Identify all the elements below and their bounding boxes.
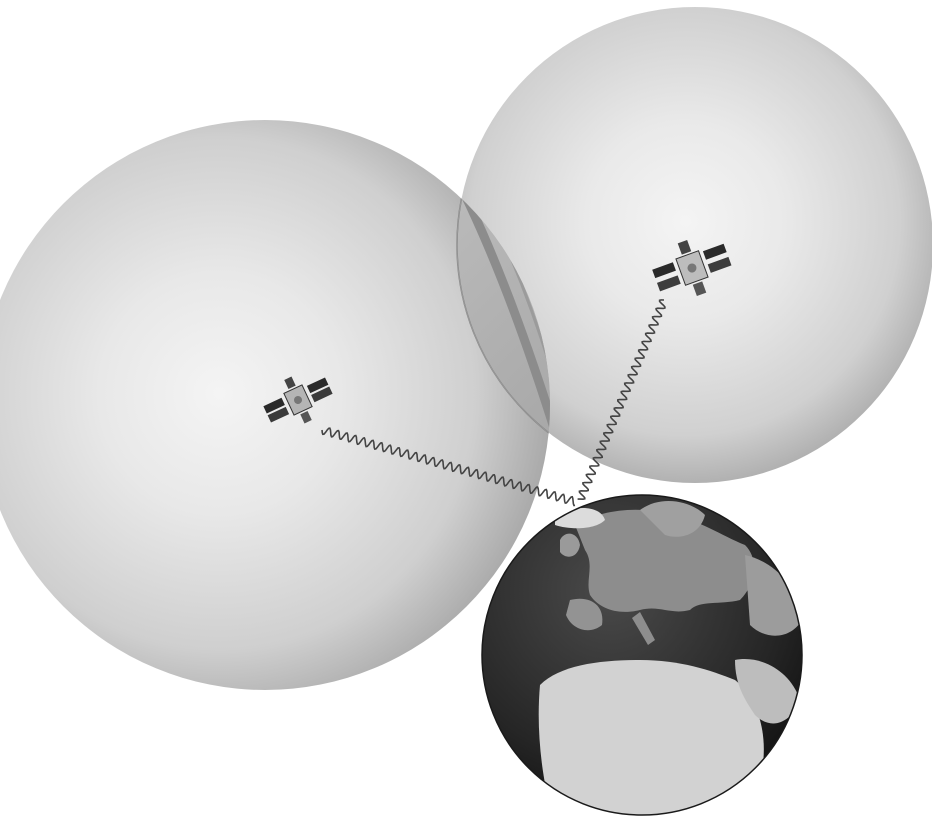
earth-globe bbox=[482, 495, 802, 818]
africa-landmass bbox=[539, 660, 764, 818]
